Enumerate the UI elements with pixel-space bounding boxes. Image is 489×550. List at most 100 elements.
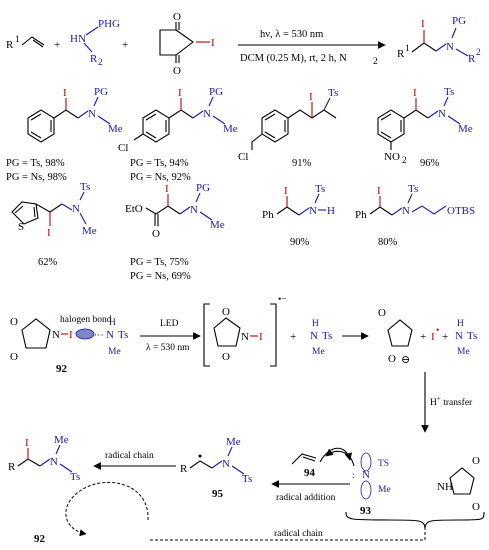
ex5-ring-inner [14, 205, 36, 218]
ex8-ts: Ts [408, 183, 418, 195]
ex8-chain [369, 206, 393, 216]
succ-nh: NH [437, 481, 453, 493]
condition-line2: DCM (0.25 M), rt, 2 h, N [240, 53, 347, 64]
example-7: Ph I N Ts H 90% [262, 183, 335, 248]
ex6-chain [145, 205, 181, 215]
arc2-n: N [455, 330, 463, 342]
ex8-nts [407, 193, 413, 204]
ex2-npg [208, 96, 214, 107]
dashed-cycle-arc [65, 481, 149, 537]
i-radical: I [431, 331, 435, 343]
example-8: Ph I N Ts OTBS 80% [355, 183, 475, 248]
ra-i: I [259, 331, 263, 343]
ex3-yield: 91% [292, 158, 312, 169]
general-reaction: R 1 + HN PHG R 2 + O O I [6, 11, 481, 77]
ex4-ring-inner [380, 113, 402, 139]
example-3: Cl I Ts 91% [238, 87, 338, 169]
ex4-nme [447, 115, 461, 125]
ex1-i: I [63, 87, 67, 99]
mech-dots: ··· [94, 331, 104, 341]
mech-amine-h: H [109, 318, 116, 328]
mechanism: O O N I ··· N H Ts Me halogen bond 92 LE… [8, 295, 485, 545]
i95-r: R [180, 463, 188, 475]
ex3-ring [261, 109, 289, 143]
product-n: N [446, 41, 454, 53]
amidyl-orbital-top [360, 452, 372, 472]
ex6-nme [199, 211, 213, 221]
ex8-i: I [377, 185, 381, 197]
ex5-me: Me [82, 225, 97, 237]
ex4-no: NO [384, 151, 400, 163]
ra-ring [213, 317, 241, 347]
ex8-n: N [402, 205, 410, 217]
ex1-me: Me [108, 123, 123, 135]
i95-nts [231, 465, 245, 475]
nis-reactant: O O I [159, 11, 215, 77]
arc2-me: Me [457, 347, 470, 357]
amine-reactant: HN PHG R 2 [70, 18, 120, 68]
example-2: Cl I N PG Me PG = Ts, 94% PG = Ns, 92% [118, 86, 238, 183]
alkene-double [32, 39, 44, 48]
mech-amine-me: Me [108, 347, 121, 357]
ra-o-bot: O [222, 351, 230, 363]
i95-ts: Ts [242, 473, 252, 485]
fp-chain [17, 458, 41, 467]
ex6-pg: PG [196, 182, 210, 194]
arc-ts: Ts [322, 330, 332, 342]
intermediate-95: R N Me Ts 95 [180, 436, 252, 500]
ex4-i: I [413, 87, 417, 99]
ex4-n: N [438, 108, 446, 120]
succ-o-bot: O [472, 501, 480, 513]
ex1-pg: PG [94, 86, 108, 98]
bracket-left [203, 303, 210, 367]
ex6-me: Me [210, 219, 225, 231]
ex3-ring-inner [264, 113, 286, 139]
example-5: S I N Ts Me 62% [11, 181, 97, 268]
i95-cn [211, 460, 223, 469]
dashed-chain-line [150, 528, 426, 541]
i95-me: Me [226, 436, 241, 448]
alkene94-bond [291, 453, 317, 465]
ex6-cn [179, 206, 191, 215]
ex5-ring [11, 201, 39, 225]
fp-r: R [8, 461, 16, 473]
product-r1: R [397, 48, 405, 60]
ex1-ring-inner [30, 113, 52, 139]
mech-plus-1: + [290, 331, 296, 343]
curved-arrow-2 [325, 448, 355, 467]
succ-ring [449, 467, 475, 495]
fp-nts [59, 463, 73, 473]
ex5-n: N [72, 203, 80, 215]
fp-nme [55, 444, 61, 455]
mech-amine-ts: Ts [118, 329, 128, 341]
ex5-ts: Ts [80, 181, 90, 193]
ex6-eto: EtO [125, 203, 143, 215]
fp-i: I [25, 437, 29, 449]
ex7-n: N [309, 205, 317, 217]
mech-i: I [69, 329, 73, 341]
arc-h: H [312, 319, 319, 329]
arc2-ts: Ts [467, 330, 477, 342]
product-r2-sub: 2 [476, 48, 481, 58]
ex6-yield-1: PG = Ts, 75% [130, 257, 189, 268]
compound-94-label: 94 [304, 467, 316, 479]
ex6-o: O [152, 228, 160, 240]
mech-plus-2: + [420, 331, 426, 343]
ex8-cn [391, 207, 403, 216]
ex3-cts [323, 97, 331, 111]
alkene-reactant: R 1 [6, 35, 45, 51]
amidyl-orbital-bot [360, 480, 372, 500]
alkene-bond [21, 36, 45, 46]
ex4-chain [403, 109, 429, 119]
ex3-ts: Ts [328, 87, 338, 99]
ex7-cn [298, 207, 310, 216]
example-4: NO 2 I N Ts Me 96% [377, 86, 473, 169]
succ-o-top: O [472, 455, 480, 467]
ex4-ts: Ts [444, 86, 454, 98]
ex3-cl: Cl [238, 151, 248, 163]
ex1-yield-1: PG = Ts, 98% [6, 158, 65, 169]
ex2-yield-1: PG = Ts, 94% [130, 158, 189, 169]
arc2-h: H [457, 319, 464, 329]
product-cn [435, 43, 447, 52]
ex2-ccl [133, 133, 144, 141]
